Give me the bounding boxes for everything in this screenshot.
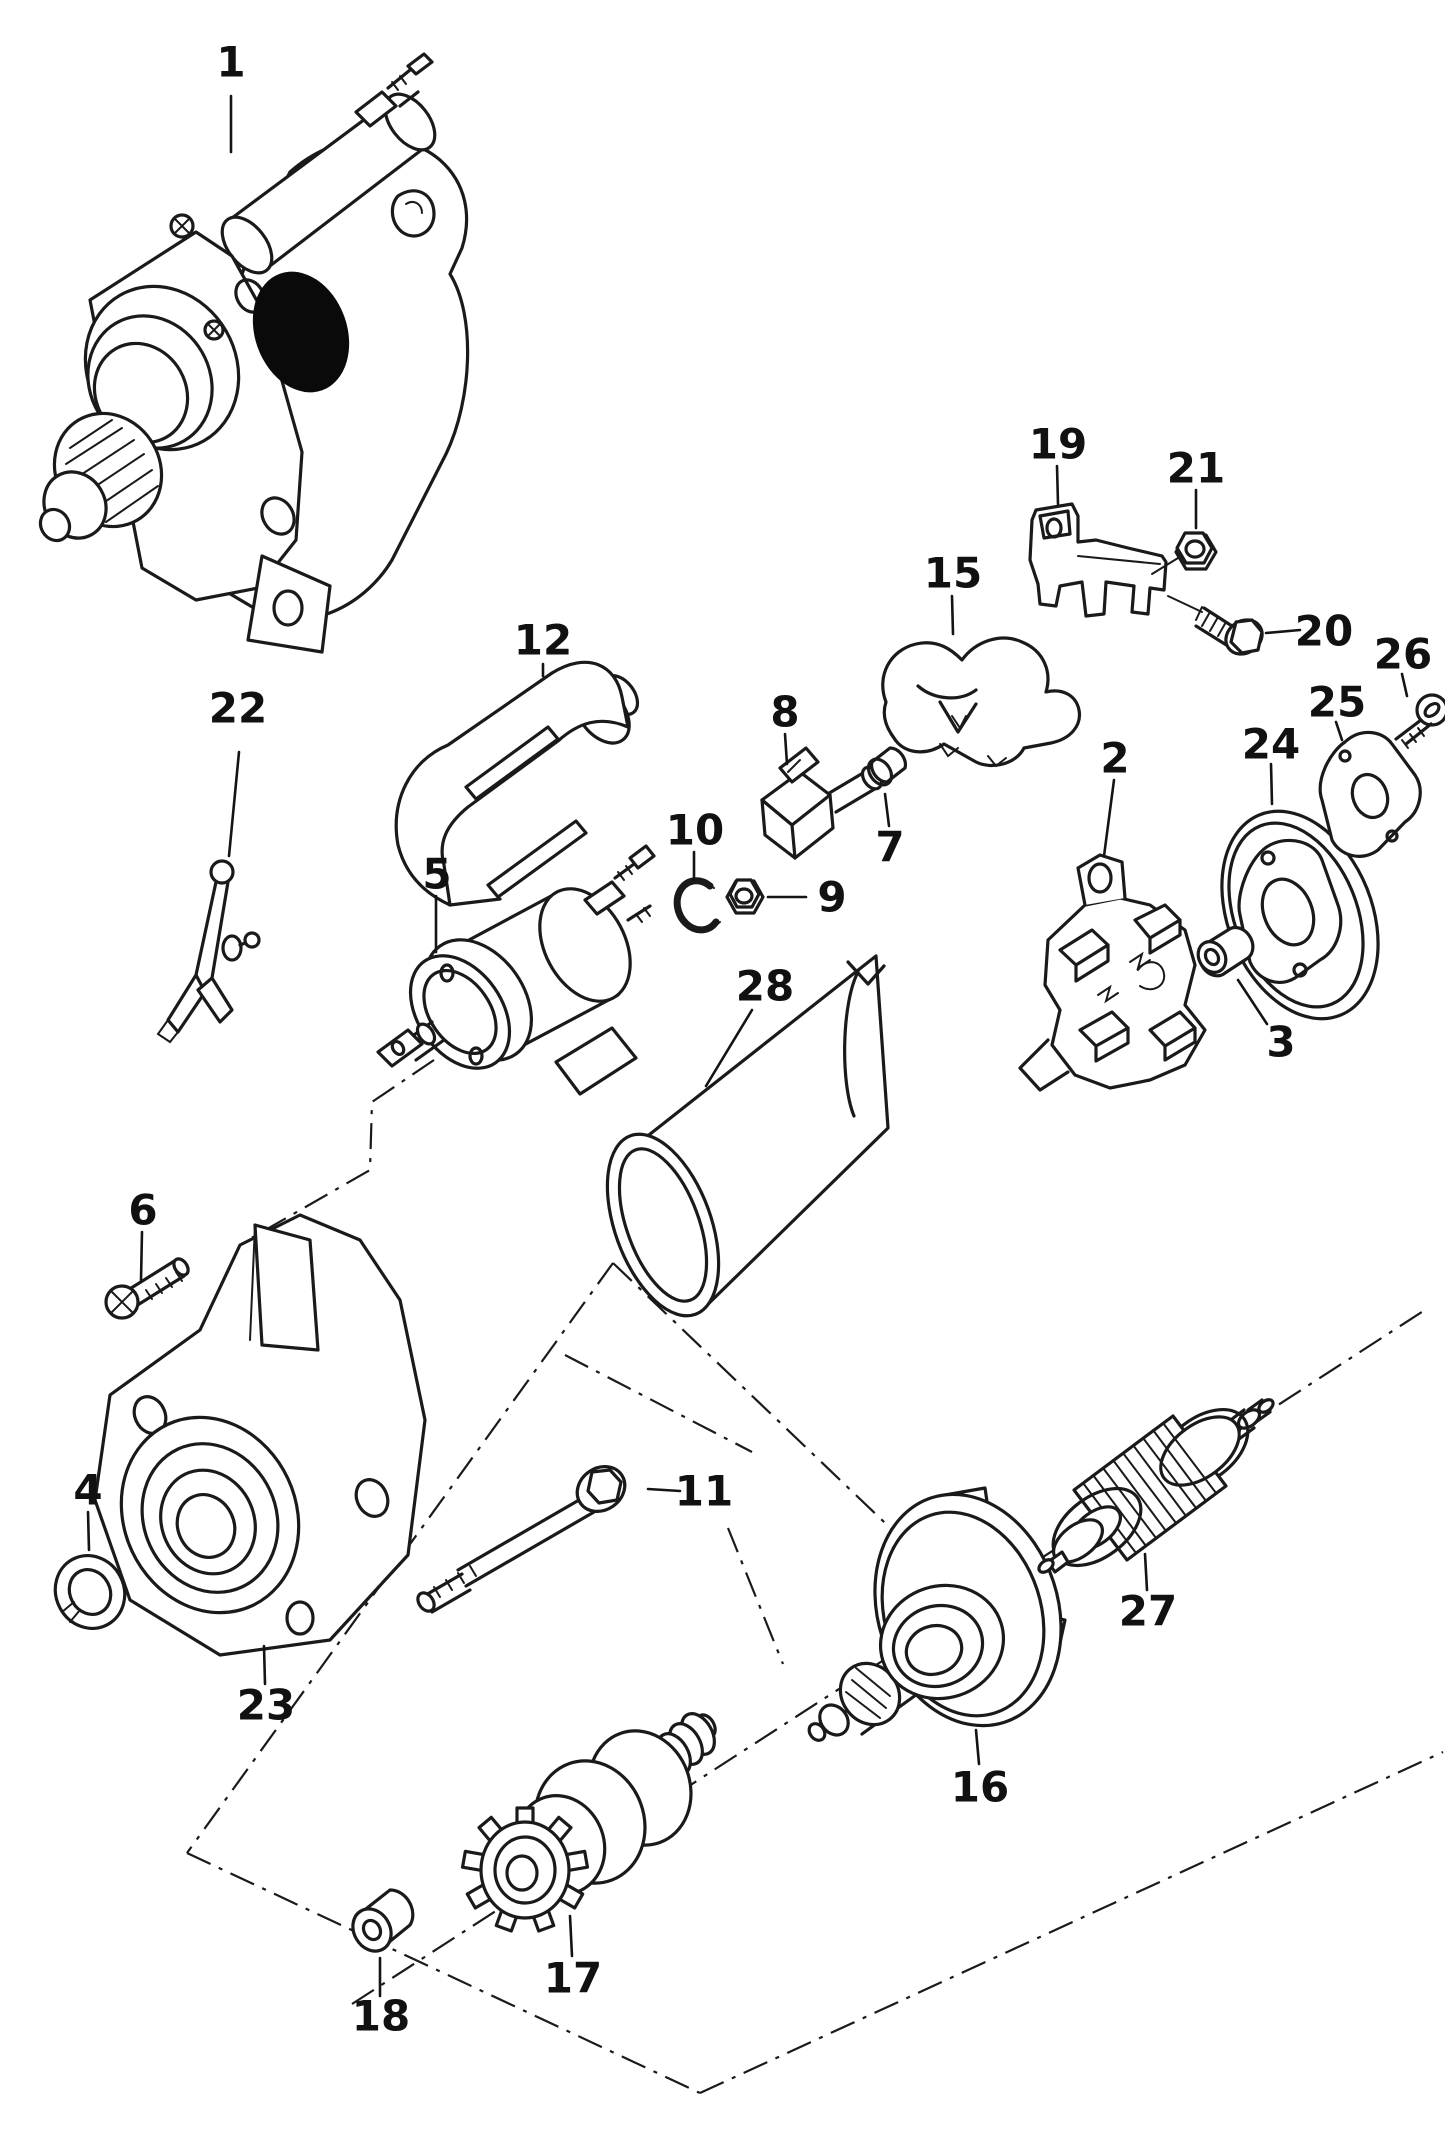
boundary-line bbox=[726, 1527, 785, 1665]
callout-19: 19 bbox=[1029, 420, 1087, 469]
callout-8: 8 bbox=[770, 688, 799, 737]
leader-line-25 bbox=[1334, 720, 1344, 742]
callout-28: 28 bbox=[736, 962, 794, 1011]
callout-11: 11 bbox=[675, 1467, 733, 1516]
leader-line-17 bbox=[568, 1914, 574, 1958]
part-19-retaining-bracket bbox=[1028, 502, 1168, 618]
callout-2: 2 bbox=[1100, 734, 1129, 783]
part-1-starter-motor-assembly bbox=[38, 52, 470, 654]
callout-5: 5 bbox=[422, 850, 451, 899]
boundary-line bbox=[612, 1262, 906, 1543]
boundary-line bbox=[186, 1852, 701, 2094]
part-27-armature bbox=[1037, 1398, 1275, 1574]
leader-line-8 bbox=[783, 732, 789, 766]
part-6-countersunk-screw bbox=[104, 1257, 190, 1320]
callout-1: 1 bbox=[216, 38, 245, 87]
part-12-cover-shield bbox=[394, 660, 640, 907]
part-23-drive-end-housing bbox=[93, 1213, 427, 1657]
boundary-line bbox=[564, 1354, 753, 1453]
part-15-engagement-fork bbox=[881, 636, 1082, 768]
leader-line-20 bbox=[1264, 628, 1302, 635]
leader-line-16 bbox=[974, 1728, 981, 1766]
part-17-pinion-drive bbox=[460, 1712, 717, 1933]
part-2-brush-holder bbox=[1018, 853, 1207, 1092]
callout-6: 6 bbox=[128, 1186, 157, 1235]
part-9-hex-nut bbox=[725, 878, 765, 915]
part-25-cover-plate bbox=[1318, 730, 1422, 858]
callout-27: 27 bbox=[1119, 1587, 1177, 1636]
part-8-plunger-link bbox=[760, 746, 884, 860]
callout-16: 16 bbox=[951, 1763, 1009, 1812]
leader-line-26 bbox=[1400, 672, 1409, 698]
leader-line-22 bbox=[227, 750, 241, 858]
part-22-release-lever bbox=[156, 859, 261, 1044]
leader-line-28 bbox=[704, 1008, 754, 1088]
part-11-through-bolt bbox=[416, 1465, 627, 1614]
part-24-end-shield bbox=[1220, 809, 1380, 1021]
part-20-hex-bolt bbox=[1167, 595, 1264, 656]
leader-line-27 bbox=[1143, 1552, 1149, 1592]
leader-line-11 bbox=[646, 1487, 682, 1493]
callout-12: 12 bbox=[514, 616, 572, 665]
part-3-bushing bbox=[1196, 925, 1255, 978]
callout-18: 18 bbox=[352, 1992, 410, 2041]
callout-layer: 1234567891011121516171819202122232425262… bbox=[73, 38, 1432, 2041]
part-5-solenoid-switch bbox=[376, 844, 656, 1096]
leader-line-6 bbox=[139, 1230, 144, 1282]
logo-dot bbox=[252, 271, 350, 393]
callout-25: 25 bbox=[1308, 678, 1366, 727]
part-4-seal-ring bbox=[53, 1554, 127, 1630]
leader-line-19 bbox=[1055, 464, 1060, 506]
callout-20: 20 bbox=[1295, 607, 1353, 656]
leader-line-4 bbox=[86, 1510, 91, 1552]
callout-22: 22 bbox=[209, 684, 267, 733]
part-26-screw bbox=[1394, 693, 1445, 749]
callout-7: 7 bbox=[875, 823, 904, 872]
callout-10: 10 bbox=[666, 806, 724, 855]
part-10-circlip bbox=[673, 877, 721, 934]
callout-24: 24 bbox=[1242, 720, 1300, 769]
callout-23: 23 bbox=[237, 1681, 295, 1730]
leader-line-23 bbox=[262, 1644, 267, 1686]
leader-line-7 bbox=[883, 792, 891, 828]
leader-line-3 bbox=[1236, 978, 1269, 1026]
boundary-line bbox=[699, 1751, 1444, 2094]
leader-line-2 bbox=[1102, 778, 1116, 858]
callout-26: 26 bbox=[1374, 630, 1432, 679]
callout-9: 9 bbox=[817, 873, 846, 922]
callout-3: 3 bbox=[1266, 1018, 1295, 1067]
part-7-pin bbox=[866, 746, 908, 787]
callout-21: 21 bbox=[1167, 444, 1225, 493]
part-21-hex-nut bbox=[1151, 531, 1218, 575]
callout-17: 17 bbox=[544, 1954, 602, 2003]
callout-4: 4 bbox=[73, 1466, 102, 1515]
part-18-stop-bushing bbox=[351, 1888, 415, 1953]
leader-line-15 bbox=[950, 594, 955, 636]
part-16-intermediate-bearing bbox=[807, 1486, 1067, 1742]
leader-line-24 bbox=[1269, 762, 1274, 806]
callout-15: 15 bbox=[924, 549, 982, 598]
part-28-field-housing-yoke bbox=[605, 954, 890, 1318]
boundary-line bbox=[186, 1262, 614, 1854]
